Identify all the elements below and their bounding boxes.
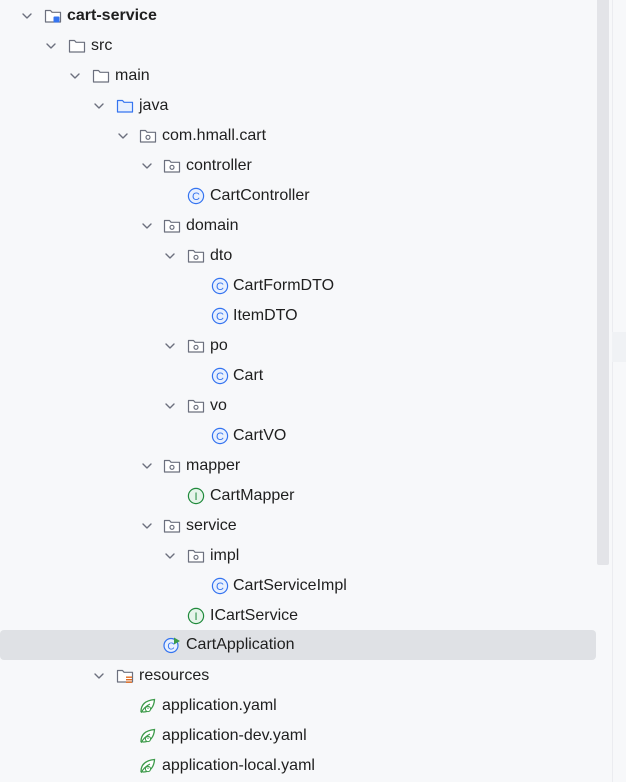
tree-item-package-root[interactable]: com.hmall.cart <box>0 121 596 151</box>
spring-boot-application-icon <box>163 636 181 654</box>
tree-item-cart-mapper[interactable]: CartMapper <box>0 481 596 511</box>
class-icon <box>211 427 229 445</box>
package-icon <box>163 217 181 235</box>
tree-item-controller[interactable]: controller <box>0 151 596 181</box>
scrollbar-track[interactable] <box>612 0 626 782</box>
class-icon <box>211 307 229 325</box>
package-icon <box>187 337 205 355</box>
package-icon <box>187 247 205 265</box>
chevron-down-icon[interactable] <box>163 339 177 353</box>
tree-item-label: controller <box>186 157 252 174</box>
tree-item-label: main <box>115 67 150 84</box>
chevron-down-icon[interactable] <box>140 219 154 233</box>
tree-item-application-local-yaml[interactable]: application-local.yaml <box>0 751 596 781</box>
chevron-down-icon[interactable] <box>140 159 154 173</box>
tree-item-vo[interactable]: vo <box>0 391 596 421</box>
interface-icon <box>187 607 205 625</box>
tree-item-label: impl <box>210 547 240 564</box>
class-icon <box>211 367 229 385</box>
tree-item-label: cart-service <box>67 7 157 24</box>
tree-item-label: ItemDTO <box>233 307 298 324</box>
tree-item-application-dev-yaml[interactable]: application-dev.yaml <box>0 721 596 751</box>
tree-item-label: domain <box>186 217 239 234</box>
tree-item-label: service <box>186 517 237 534</box>
tree-item-label: CartApplication <box>186 636 295 653</box>
spring-config-file-icon <box>139 757 157 775</box>
tree-item-src[interactable]: src <box>0 31 596 61</box>
package-icon <box>163 517 181 535</box>
tree-item-resources[interactable]: resources <box>0 661 596 691</box>
tree-item-label: application-local.yaml <box>162 757 315 774</box>
chevron-down-icon[interactable] <box>140 459 154 473</box>
tree-item-item-dto[interactable]: ItemDTO <box>0 301 596 331</box>
class-icon <box>187 187 205 205</box>
editor-gutter-strip <box>612 332 626 362</box>
tree-item-label: mapper <box>186 457 241 474</box>
tree-item-cart-application[interactable]: CartApplication <box>0 630 596 660</box>
chevron-down-icon[interactable] <box>68 69 82 83</box>
source-folder-icon <box>116 97 134 115</box>
tree-item-label: vo <box>210 397 227 414</box>
tree-item-java[interactable]: java <box>0 91 596 121</box>
chevron-down-icon[interactable] <box>140 519 154 533</box>
tree-item-po[interactable]: po <box>0 331 596 361</box>
tree-item-icart-service[interactable]: ICartService <box>0 601 596 631</box>
module-folder-icon <box>44 7 62 25</box>
tree-item-impl[interactable]: impl <box>0 541 596 571</box>
tree-item-label: dto <box>210 247 233 264</box>
folder-icon <box>68 37 86 55</box>
package-icon <box>187 547 205 565</box>
package-icon <box>187 397 205 415</box>
tree-item-main[interactable]: main <box>0 61 596 91</box>
tree-item-label: Cart <box>233 367 264 384</box>
folder-icon <box>92 67 110 85</box>
tree-item-label: CartFormDTO <box>233 277 335 294</box>
tree-item-label: CartMapper <box>210 487 295 504</box>
package-icon <box>139 127 157 145</box>
tree-item-label: resources <box>139 667 210 684</box>
class-icon <box>211 277 229 295</box>
tree-item-cart[interactable]: Cart <box>0 361 596 391</box>
tree-item-label: com.hmall.cart <box>162 127 267 144</box>
scrollbar-thumb[interactable] <box>597 0 609 565</box>
tree-item-mapper[interactable]: mapper <box>0 451 596 481</box>
tree-item-label: src <box>91 37 113 54</box>
chevron-down-icon[interactable] <box>92 99 106 113</box>
interface-icon <box>187 487 205 505</box>
tree-item-cart-form-dto[interactable]: CartFormDTO <box>0 271 596 301</box>
chevron-down-icon[interactable] <box>20 9 34 23</box>
tree-item-label: po <box>210 337 228 354</box>
tree-item-application-yaml[interactable]: application.yaml <box>0 691 596 721</box>
spring-config-file-icon <box>139 697 157 715</box>
tree-item-cart-service-impl[interactable]: CartServiceImpl <box>0 571 596 601</box>
package-icon <box>163 457 181 475</box>
chevron-down-icon[interactable] <box>44 39 58 53</box>
tree-item-label: ICartService <box>210 607 299 624</box>
tree-item-label: CartController <box>210 187 310 204</box>
resources-folder-icon <box>116 667 134 685</box>
chevron-down-icon[interactable] <box>92 669 106 683</box>
chevron-down-icon[interactable] <box>116 129 130 143</box>
tree-item-label: application.yaml <box>162 697 277 714</box>
tree-item-label: java <box>139 97 169 114</box>
project-tree: cart-service src main java com.hmall.car… <box>0 1 596 781</box>
tree-item-domain[interactable]: domain <box>0 211 596 241</box>
chevron-down-icon[interactable] <box>163 249 177 263</box>
package-icon <box>163 157 181 175</box>
chevron-down-icon[interactable] <box>163 549 177 563</box>
tree-item-cart-service[interactable]: cart-service <box>0 1 596 31</box>
tree-item-label: CartServiceImpl <box>233 577 347 594</box>
class-icon <box>211 577 229 595</box>
tree-item-service[interactable]: service <box>0 511 596 541</box>
tree-item-cart-controller[interactable]: CartController <box>0 181 596 211</box>
tree-item-cart-vo[interactable]: CartVO <box>0 421 596 451</box>
tree-item-label: CartVO <box>233 427 287 444</box>
chevron-down-icon[interactable] <box>163 399 177 413</box>
spring-config-file-icon <box>139 727 157 745</box>
tree-item-dto[interactable]: dto <box>0 241 596 271</box>
tree-item-label: application-dev.yaml <box>162 727 307 744</box>
